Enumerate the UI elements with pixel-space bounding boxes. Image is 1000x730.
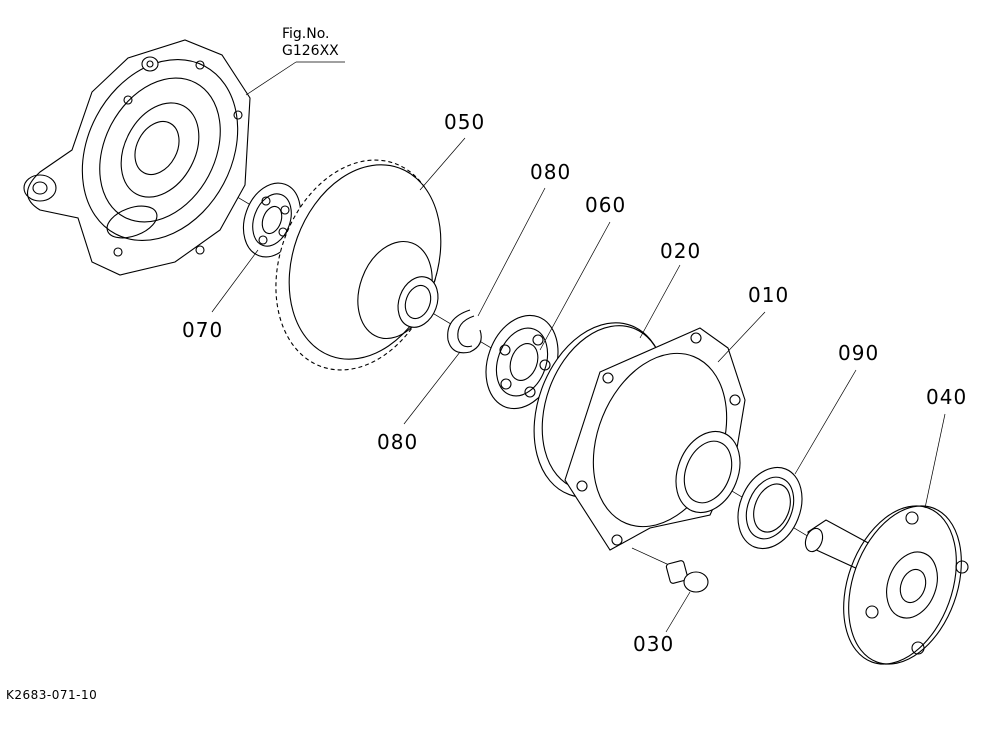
bolt-030 [631,547,709,593]
part-label-020: 020 [660,239,702,263]
part-label-070: 070 [182,318,224,342]
gear-case-cover-010 [564,327,746,551]
gear-case-housing [23,39,251,276]
part-label-010: 010 [748,283,790,307]
figure-number: Fig.No. G126XX [282,26,339,60]
part-label-030: 030 [633,632,675,656]
snap-ring-080 [447,309,482,354]
part-label-080-bottom: 080 [377,430,419,454]
bearing-060 [485,314,559,410]
part-label-090: 090 [838,341,880,365]
leader-lines [211,61,946,633]
part-label-050: 050 [444,110,486,134]
oil-seal-090 [737,466,803,550]
part-label-080-top: 080 [530,160,572,184]
figure-title-line1: Fig.No. [282,26,330,42]
figure-title-line2: G126XX [282,43,339,59]
bevel-gear-050 [275,159,442,371]
flange-shaft-040 [804,505,969,665]
part-label-060: 060 [585,193,627,217]
part-label-040: 040 [926,385,968,409]
drawing-code: K2683-071-10 [6,688,98,702]
